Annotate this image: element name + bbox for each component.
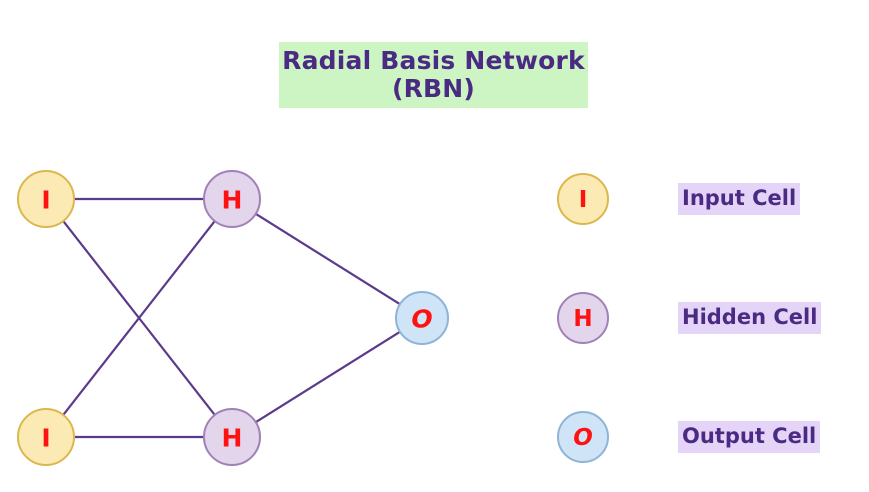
node-label-i2: I xyxy=(41,424,50,453)
node-label-i1: I xyxy=(41,186,50,215)
nodes-group: I I H H O xyxy=(17,170,449,466)
page-title: Radial Basis Network (RBN) xyxy=(279,42,588,108)
node-label-h2: H xyxy=(222,424,243,453)
legend-item-hidden[interactable]: H Hidden Cell xyxy=(555,290,822,346)
legend-item-input[interactable]: I Input Cell xyxy=(555,171,801,227)
node-o1-output[interactable]: O xyxy=(395,291,449,345)
edge-h1-o1 xyxy=(255,212,401,306)
node-circle-h1 xyxy=(203,170,261,228)
title-line-2: (RBN) xyxy=(391,74,476,103)
legend-swatch-input-icon: I xyxy=(555,171,611,227)
node-circle-i2 xyxy=(17,408,75,466)
legend-label-output: Output Cell xyxy=(678,421,821,453)
node-label-h1: H xyxy=(222,186,243,215)
edge-i2-h1 xyxy=(62,220,216,416)
node-label-o1: O xyxy=(411,305,432,334)
legend-swatch-output-icon: O xyxy=(555,409,611,465)
legend-item-output[interactable]: O Output Cell xyxy=(555,409,821,465)
node-circle-h2 xyxy=(203,408,261,466)
node-i2-input[interactable]: I xyxy=(17,408,75,466)
node-i1-input[interactable]: I xyxy=(17,170,75,228)
node-h2-hidden[interactable]: H xyxy=(203,408,261,466)
svg-text:O: O xyxy=(573,425,593,451)
node-circle-o1 xyxy=(395,291,449,345)
edge-h2-o1 xyxy=(255,330,401,424)
legend-label-input: Input Cell xyxy=(678,183,801,215)
node-h1-hidden[interactable]: H xyxy=(203,170,261,228)
edges-group xyxy=(62,197,401,439)
legend-label-hidden: Hidden Cell xyxy=(678,302,822,334)
title-line-1: Radial Basis Network xyxy=(282,46,585,75)
svg-text:I: I xyxy=(579,187,588,213)
node-circle-i1 xyxy=(17,170,75,228)
legend-swatch-hidden-icon: H xyxy=(555,290,611,346)
svg-text:H: H xyxy=(573,306,592,332)
